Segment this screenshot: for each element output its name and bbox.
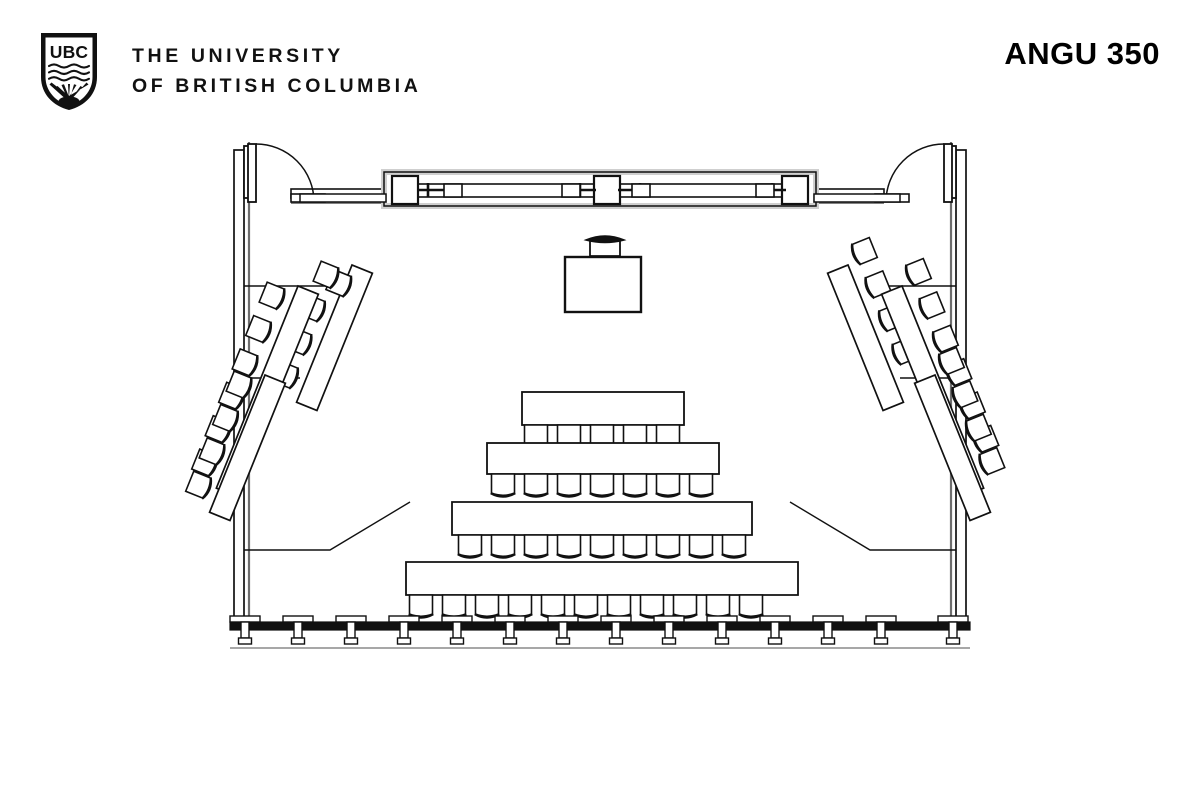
ubc-crest-shield-icon: UBC xyxy=(41,33,97,110)
left-table-outer-lower[interactable] xyxy=(182,364,287,522)
aisle-edge-left xyxy=(244,501,411,551)
center-row-4[interactable] xyxy=(405,561,799,619)
center-row-1[interactable] xyxy=(521,391,685,449)
chairs-row-4 xyxy=(407,594,765,619)
bottom-wall xyxy=(229,615,971,649)
right-table-inner-upper[interactable] xyxy=(821,235,932,412)
left-table-inner-upper[interactable] xyxy=(269,254,374,412)
room-title: ANGU 350 xyxy=(1004,36,1160,71)
instructor-desk xyxy=(563,255,643,314)
table-row-1 xyxy=(521,391,685,426)
wordmark-line-1: THE UNIVERSITY xyxy=(132,45,344,67)
aisle-edge-right xyxy=(789,501,956,551)
page-header: UBC THE UNIVERSITY OF BRITISH COLUMB xyxy=(0,0,1200,120)
table-top xyxy=(295,263,374,412)
whiteboard-track xyxy=(299,169,901,209)
table-row-4 xyxy=(405,561,799,596)
floorplan-drawing xyxy=(182,142,1019,649)
table-top xyxy=(208,373,287,522)
ubc-brand-lockup: UBC THE UNIVERSITY OF BRITISH COLUMB xyxy=(38,30,421,112)
chairs-row-3 xyxy=(456,534,748,559)
wordmark-line-2: OF BRITISH COLUMBIA xyxy=(132,75,422,97)
table-top xyxy=(913,373,992,522)
center-row-3[interactable] xyxy=(451,501,753,559)
chairs-row-2 xyxy=(489,473,715,498)
floorplan-container xyxy=(0,110,1200,670)
right-table-outer-lower[interactable] xyxy=(908,345,1019,522)
instructor-chair xyxy=(583,235,627,257)
table-top xyxy=(826,263,905,412)
table-row-3 xyxy=(451,501,753,536)
svg-text:UBC: UBC xyxy=(50,42,89,62)
center-row-2[interactable] xyxy=(486,442,720,498)
ubc-wordmark: THE UNIVERSITY OF BRITISH COLUMBIA xyxy=(132,30,421,101)
instructor-station[interactable] xyxy=(563,235,643,314)
table-row-2 xyxy=(486,442,720,475)
